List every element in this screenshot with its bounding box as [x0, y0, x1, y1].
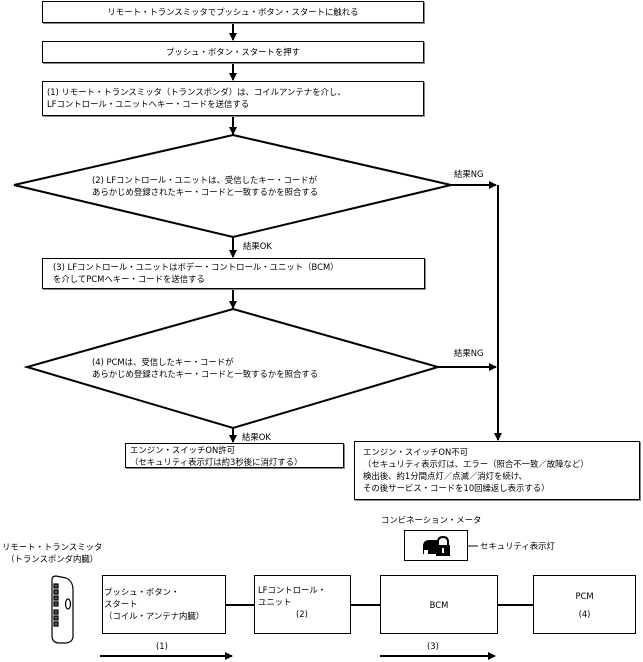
step-touch-box: リモート・トランスミッタでプッシュ・ボタン・スタートに触れる	[42, 1, 424, 23]
decision2-line1: (2) LFコントロール・ユニットは、受信したキー・コードが	[92, 175, 318, 185]
decision2-line2: あらかじめ登録されたキー・コードと一致するかを照合する	[92, 187, 319, 197]
security-lamp-icon	[423, 535, 450, 556]
step3-line2: を介してPCMへキー・コードを送信する	[53, 274, 205, 284]
arrow3-label: (3)	[427, 641, 439, 651]
key-fob-icon	[51, 575, 74, 644]
lf-box-line2: ユニット	[258, 597, 292, 607]
decision4-line1: (4) PCMは、受信したキー・コードが	[92, 357, 234, 367]
push-button-start-box: プッシュ・ボタン・ スタート （コイル・アンテナ内臓）	[102, 575, 226, 634]
step1-box: (1) リモート・トランスミッタ（トランスポンダ）は、コイルアンテナを介し、 L…	[42, 81, 424, 116]
push-box-line2: スタート	[104, 599, 138, 609]
ng-box-line4: その後サービス・コードを10回繰返し表示する）	[363, 483, 550, 493]
engine-on-denied-box: エンジン・スイッチON不可 （セキュリティ表示灯は、エラー（照合不一致／故障など…	[354, 441, 640, 500]
engine-on-permitted-box: エンジン・スイッチON許可 （セキュリティ表示灯は約3秒後に消灯する）	[125, 443, 344, 468]
decision4-line2: あらかじめ登録されたキー・コードと一致するかを照合する	[92, 369, 319, 379]
step3-box: (3) LFコントロール・ユニットはボデー・コントロール・ユニット（BCM） を…	[42, 258, 425, 289]
step-press-text: プッシュ・ボタン・スタートを押す	[166, 47, 300, 57]
push-box-line3: （コイル・アンテナ内臓）	[104, 611, 205, 621]
ng-box-line1: エンジン・スイッチON不可	[363, 447, 468, 457]
decision4-ng-label: 結果NG	[454, 348, 484, 358]
step3-line1: (3) LFコントロール・ユニットはボデー・コントロール・ユニット（BCM）	[53, 262, 339, 272]
ng-box-line3: 検出後、約1分間点灯／点滅／消灯を続け、	[363, 471, 528, 481]
lf-box-line3: (2)	[296, 609, 308, 619]
pcm-number: (4)	[578, 608, 591, 619]
decision2-ok-label: 結果OK	[243, 241, 272, 251]
bcm-label: BCM	[429, 599, 449, 610]
ok-box-line1: エンジン・スイッチON許可	[130, 445, 235, 455]
pcm-label: PCM	[575, 590, 594, 601]
transmitter-label-line2: （トランスポンダ内臓）	[6, 554, 99, 564]
push-box-line1: プッシュ・ボタン・	[104, 587, 180, 597]
step-touch-text: リモート・トランスミッタでプッシュ・ボタン・スタートに触れる	[107, 7, 359, 17]
decision2-text: (2) LFコントロール・ユニットは、受信したキー・コードが あらかじめ登録され…	[92, 174, 318, 198]
decision2-ng-label: 結果NG	[454, 169, 484, 179]
meter-label: コンビネーション・メータ	[381, 515, 482, 525]
combination-meter-box	[404, 530, 468, 561]
ng-box-line2: （セキュリティ表示灯は、エラー（照合不一致／故障など）	[363, 459, 589, 469]
decision4-ok-label: 結果OK	[242, 432, 271, 442]
transmitter-label: リモート・トランスミッタ （トランスポンダ内臓）	[2, 541, 102, 565]
bcm-box: BCM	[380, 575, 498, 634]
ok-box-line2: （セキュリティ表示灯は約3秒後に消灯する）	[130, 457, 303, 467]
transmitter-label-line1: リモート・トランスミッタ	[2, 542, 103, 552]
lf-control-unit-box: LFコントロール・ ユニット (2)	[254, 575, 351, 634]
pcm-box: PCM (4)	[533, 575, 636, 634]
step1-line1: (1) リモート・トランスミッタ（トランスポンダ）は、コイルアンテナを介し、	[47, 87, 346, 97]
arrow1-label: (1)	[156, 641, 168, 651]
decision4-text: (4) PCMは、受信したキー・コードが あらかじめ登録されたキー・コードと一致…	[92, 356, 318, 380]
step1-line2: LFコントロール・ユニットへキー・コードを送信する	[47, 99, 250, 109]
step-press-box: プッシュ・ボタン・スタートを押す	[42, 41, 424, 63]
security-lamp-label: セキュリティ表示灯	[480, 541, 555, 551]
lf-box-line1: LFコントロール・	[258, 585, 327, 595]
